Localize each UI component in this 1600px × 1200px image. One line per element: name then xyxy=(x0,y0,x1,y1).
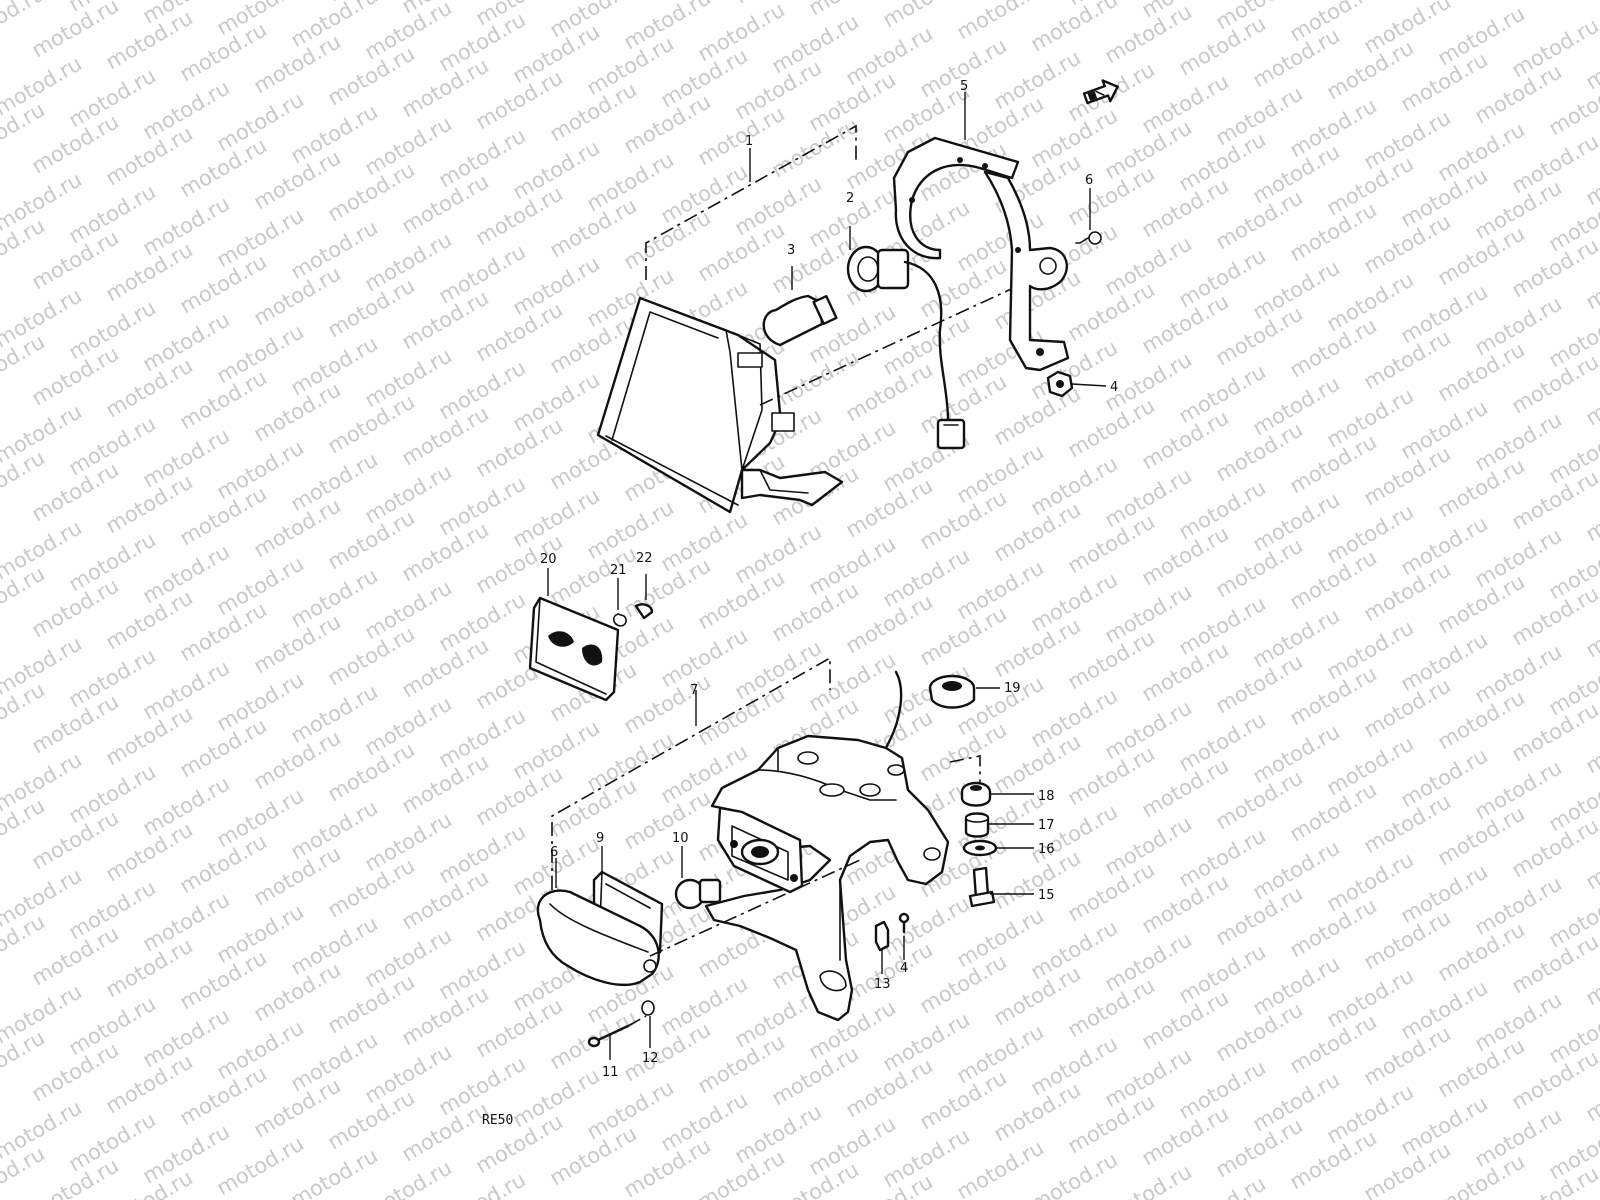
label-part-18: 18 xyxy=(1038,789,1055,804)
label-part-12: 12 xyxy=(642,1051,659,1066)
bolt-15 xyxy=(968,866,1034,908)
collar-17 xyxy=(964,812,1034,838)
nut-4-top xyxy=(1046,370,1107,398)
label-part-1: 1 xyxy=(745,134,753,149)
label-part-4-bottom: 4 xyxy=(900,961,908,976)
label-part-6-bottom: 6 xyxy=(550,845,558,860)
part-labels: 1 5 2 3 6 4 20 21 22 19 7 18 17 16 15 9 … xyxy=(482,79,1118,1128)
label-part-5: 5 xyxy=(960,79,968,94)
bulb-3 xyxy=(762,294,838,347)
front-arrow-icon xyxy=(1082,79,1119,105)
lamp-socket-block xyxy=(716,806,804,894)
label-part-13: 13 xyxy=(874,977,891,992)
label-part-9: 9 xyxy=(596,831,604,846)
fastener-21 xyxy=(612,578,627,627)
turn-signal-lens xyxy=(596,296,844,514)
label-part-21: 21 xyxy=(610,563,627,578)
label-part-19: 19 xyxy=(1004,681,1021,696)
washer-12 xyxy=(641,1000,655,1048)
bulb-10 xyxy=(674,846,722,910)
screw-4-bottom xyxy=(898,912,910,960)
screw-6-top xyxy=(1075,188,1102,245)
label-part-7: 7 xyxy=(690,683,698,698)
rear-lamp-assembly xyxy=(528,568,1034,1060)
rear-lens-6 xyxy=(536,858,660,987)
bracket-5 xyxy=(892,92,1070,372)
label-part-10: 10 xyxy=(672,831,689,846)
reflector-20 xyxy=(528,568,620,702)
label-part-15: 15 xyxy=(1038,888,1055,903)
label-part-4-top: 4 xyxy=(1110,380,1118,395)
label-part-3: 3 xyxy=(787,243,795,258)
label-part-22: 22 xyxy=(636,551,653,566)
nut-13 xyxy=(874,920,890,974)
grommet-18 xyxy=(960,781,1034,807)
label-part-2: 2 xyxy=(846,191,854,206)
label-part-17: 17 xyxy=(1038,818,1055,833)
label-part-6-top: 6 xyxy=(1085,173,1093,188)
drawing-code: RE50 xyxy=(482,1113,513,1128)
label-part-11: 11 xyxy=(602,1065,619,1080)
label-part-20: 20 xyxy=(540,552,557,567)
front-turn-signal-assembly xyxy=(596,79,1119,514)
screw-11 xyxy=(587,1015,647,1060)
fastener-22 xyxy=(634,574,654,620)
label-part-16: 16 xyxy=(1038,842,1055,857)
socket-2 xyxy=(846,245,910,293)
washer-16 xyxy=(962,839,1034,857)
grommet-19 xyxy=(928,674,1000,709)
